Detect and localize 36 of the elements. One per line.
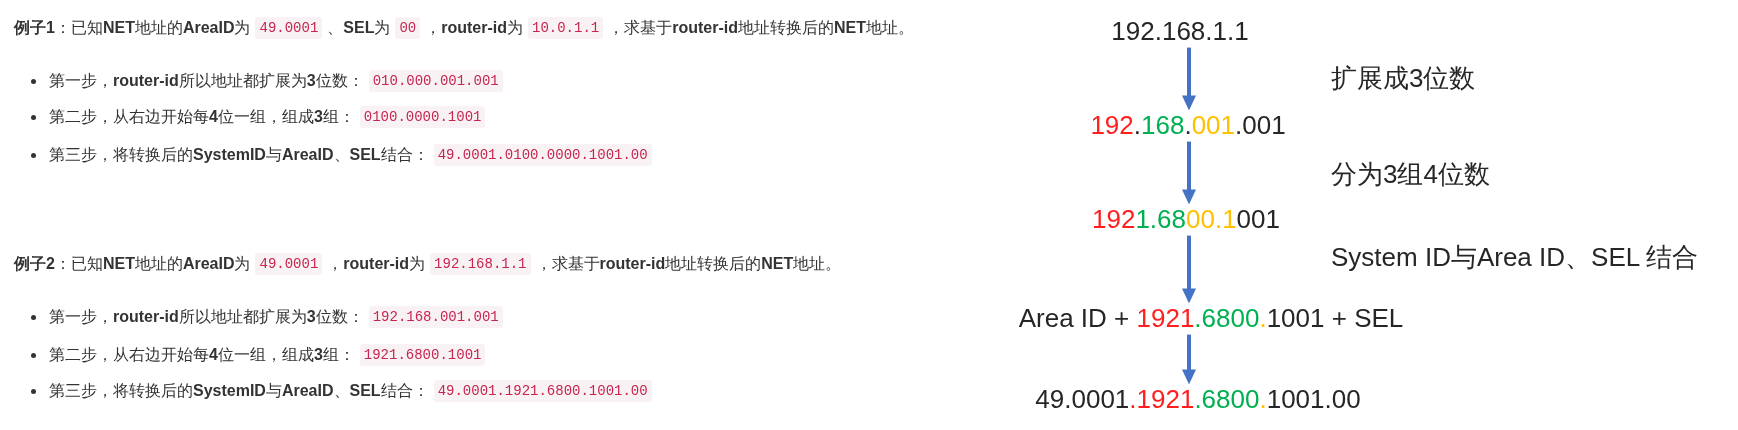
step-text: 第二步，从右边开始每4位一组，组成3组： <box>49 107 355 127</box>
example-text: 例子1：已知NET地址的AreaID为 <box>14 18 251 38</box>
arrow <box>1182 334 1196 385</box>
inline-code: 1921.6800.1001 <box>359 344 486 366</box>
step-annotation: System ID与Area ID、SEL 结合 <box>1331 242 1699 274</box>
arrow <box>1182 47 1196 111</box>
address-text: 1921.6800.1001 <box>1092 204 1280 236</box>
example-text: ，求基于router-id地址转换后的NET地址。 <box>535 254 842 274</box>
arrow <box>1182 141 1196 205</box>
step-annotation: 分为3组4位数 <box>1331 159 1490 191</box>
inline-code: 192.168.001.001 <box>368 306 503 328</box>
step-text: 第一步，router-id所以地址都扩展为3位数： <box>49 307 364 327</box>
example-text: 、SEL为 <box>327 18 391 38</box>
example-text: ，router-id为 <box>327 254 426 274</box>
inline-code: 49.0001.0100.0000.1001.00 <box>433 144 652 166</box>
inline-code: 49.0001.1921.6800.1001.00 <box>433 380 652 402</box>
step-text: 第三步，将转换后的SystemID与AreaID、SEL结合： <box>49 145 429 165</box>
arrow <box>1182 235 1196 304</box>
inline-code: 49.0001 <box>255 253 323 275</box>
inline-code: 49.0001 <box>255 17 323 39</box>
inline-code: 192.168.1.1 <box>430 253 531 275</box>
inline-code: 0100.0000.1001 <box>359 106 486 128</box>
example-text: ，router-id为 <box>425 18 523 38</box>
step-text: 第三步，将转换后的SystemID与AreaID、SEL结合： <box>49 381 429 401</box>
step-text: 第一步，router-id所以地址都扩展为3位数： <box>49 71 364 91</box>
inline-code: 00 <box>395 17 421 39</box>
example-text: ，求基于router-id地址转换后的NET地址。 <box>608 18 914 38</box>
address-text: 49.0001.1921.6800.1001.00 <box>1035 384 1361 416</box>
address-text: 192.168.1.1 <box>1111 16 1249 48</box>
step-annotation: 扩展成3位数 <box>1331 63 1476 95</box>
address-text: 192.168.001.001 <box>1090 110 1286 142</box>
step-text: 第二步，从右边开始每4位一组，组成3组： <box>49 345 355 365</box>
inline-code: 010.000.001.001 <box>368 70 503 92</box>
address-text: Area ID + 1921.6800.1001 + SEL <box>1018 303 1404 335</box>
example-text: 例子2：已知NET地址的AreaID为 <box>14 254 251 274</box>
inline-code: 10.0.1.1 <box>528 17 604 39</box>
